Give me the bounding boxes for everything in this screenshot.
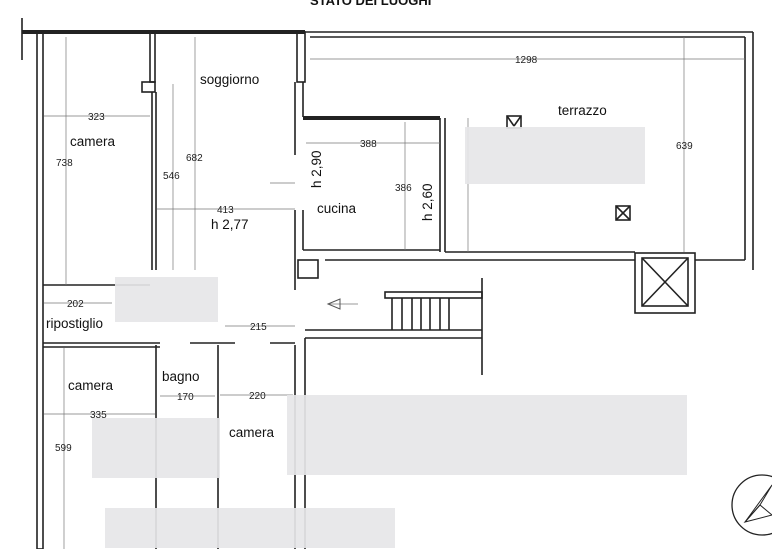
plan-title: STATO DEI LUOGHI [310,0,431,8]
camera-1-width: 323 [88,112,105,123]
ripostiglio-width: 202 [67,299,84,310]
staircase [384,291,483,330]
terrazzo-width: 1298 [515,55,538,66]
camera-3-width: 220 [249,391,266,402]
redacted-areas [92,127,687,548]
entry-arrow-icon [326,298,358,310]
soggiorno-width: 413 [217,205,234,216]
camera-2-label: camera [68,378,114,393]
ripostiglio-label: ripostiglio [46,316,103,331]
terrazzo-length: 639 [676,141,693,152]
cucina-height-b: h 2,60 [420,183,435,221]
camera-2-width: 335 [90,410,107,421]
soggiorno-label: soggiorno [200,72,259,87]
camera-1-length: 738 [56,158,73,169]
bagno-label: bagno [162,369,200,384]
soggiorno-length-b: 546 [163,171,180,182]
corridoio-width: 215 [250,322,267,333]
soggiorno-height: h 2,77 [211,217,249,232]
soggiorno-length-a: 682 [186,153,203,164]
north-arrow-icon [731,474,772,536]
cucina-height-a: h 2,90 [309,150,324,188]
cucina-label: cucina [317,201,357,216]
camera-3-label: camera [229,425,275,440]
terrazzo-label: terrazzo [558,103,607,118]
camera-2-length: 599 [55,443,72,454]
dimension-lines [44,37,745,549]
bagno-width: 170 [177,392,194,403]
cucina-width: 388 [360,139,377,150]
camera-1-label: camera [70,134,116,149]
cucina-length: 386 [395,183,412,194]
